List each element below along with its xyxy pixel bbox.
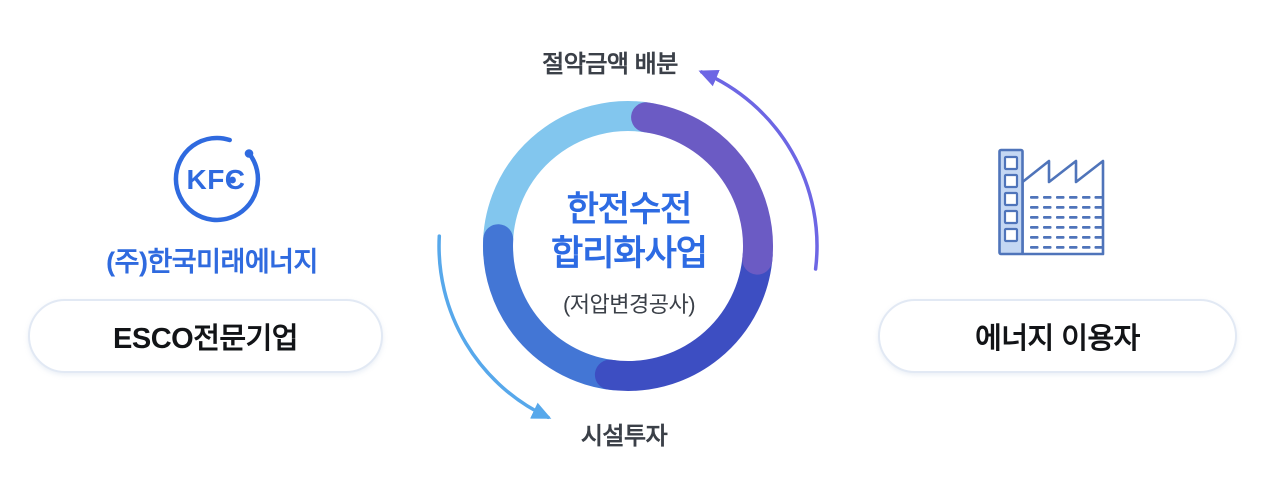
logo-inner-dot bbox=[229, 176, 236, 184]
ring-center-text: 한전수전 합리화사업 (저압변경공사) bbox=[550, 188, 708, 319]
ring-segment-purple bbox=[631, 102, 773, 275]
logo-text: KFC bbox=[186, 164, 245, 195]
esco-company-pill: ESCO전문기업 bbox=[28, 299, 383, 373]
flow-arrow-bottom-left-icon bbox=[437, 234, 552, 420]
ring-title-line2: 합리화사업 bbox=[550, 234, 708, 273]
factory-window-dashes bbox=[1030, 196, 1103, 249]
energy-user-pill-label: 에너지 이용자 bbox=[975, 323, 1140, 355]
flow-arrow-top-right-icon bbox=[698, 70, 819, 271]
factory-icon bbox=[998, 148, 1105, 256]
ring-top-label: 절약금액 배분 bbox=[542, 51, 678, 78]
ring-segment-medium-blue bbox=[483, 224, 630, 391]
ring-segment-royal-blue bbox=[594, 240, 773, 391]
kfc-logo-icon: KFC bbox=[173, 135, 261, 223]
ring-subtitle: (저압변경공사) bbox=[562, 292, 696, 317]
logo-gap-dot bbox=[244, 149, 254, 158]
ring-segment-light-blue bbox=[482, 101, 666, 271]
company-name: (주)한국미래에너지 bbox=[106, 247, 318, 277]
ring-bottom-label: 시설투자 bbox=[580, 423, 668, 450]
ring-title-line1: 한전수전 bbox=[566, 190, 693, 229]
esco-pill-label: ESCO전문기업 bbox=[113, 323, 298, 355]
factory-tower-windows bbox=[1003, 155, 1019, 243]
energy-user-pill: 에너지 이용자 bbox=[878, 299, 1237, 373]
